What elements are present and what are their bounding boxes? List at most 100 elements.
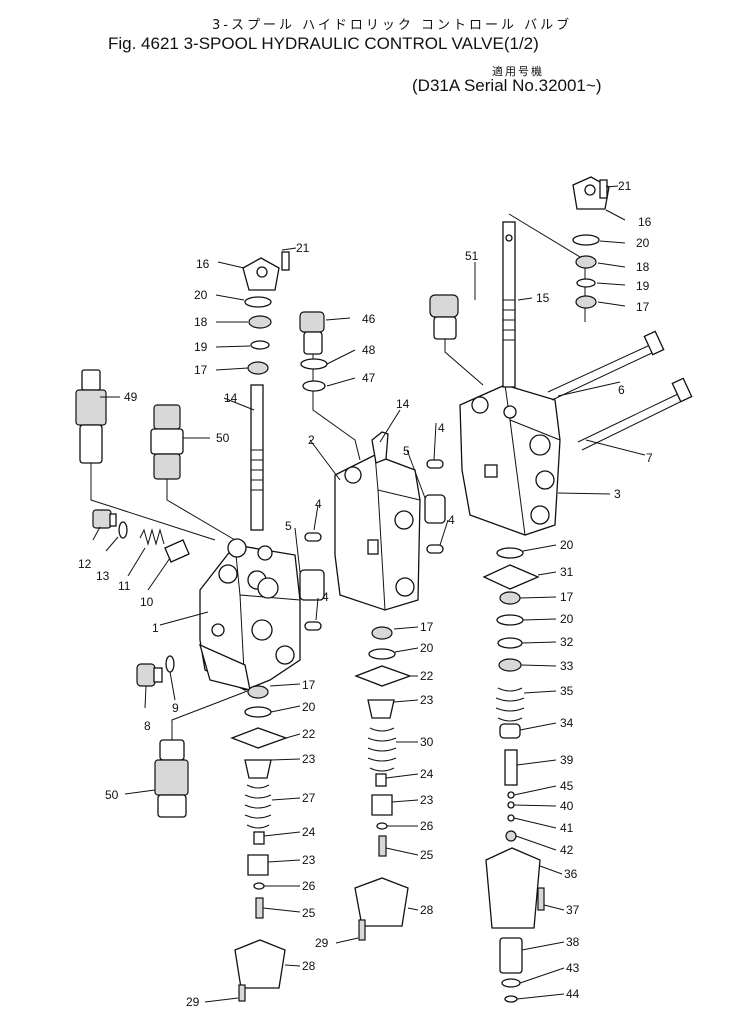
callout-4c: 4 xyxy=(438,421,445,435)
left-lower-stack xyxy=(230,685,288,1002)
callout-13: 13 xyxy=(96,569,110,583)
callout-6: 6 xyxy=(618,383,625,397)
callout-51: 51 xyxy=(465,249,479,263)
callout-27: 27 xyxy=(302,791,316,805)
callout-18b: 18 xyxy=(636,260,650,274)
callout-39: 39 xyxy=(560,753,574,767)
oring-4-d xyxy=(426,544,444,554)
callout-41: 41 xyxy=(560,821,574,835)
callout-21b: 21 xyxy=(618,179,632,193)
callout-4a: 4 xyxy=(315,497,322,511)
applicability-label: 適用号機 xyxy=(492,65,544,78)
figure-title: Fig. 4621 3-SPOOL HYDRAULIC CONTROL VALV… xyxy=(108,34,539,53)
plug-12 xyxy=(92,509,117,529)
callout-7: 7 xyxy=(646,451,653,465)
callout-20d: 20 xyxy=(420,641,434,655)
plunger-10 xyxy=(164,539,190,563)
callout-26a: 26 xyxy=(302,879,316,893)
middle-lower-stack xyxy=(354,626,412,941)
callout-17b: 17 xyxy=(636,300,650,314)
callout-33: 33 xyxy=(560,659,574,673)
callout-24a: 24 xyxy=(302,825,316,839)
spring-11 xyxy=(139,528,165,546)
oring-4-c xyxy=(426,459,444,469)
callout-23c: 23 xyxy=(420,693,434,707)
callout-28b: 28 xyxy=(420,903,434,917)
callout-1: 1 xyxy=(152,621,159,635)
tie-bolt-6 xyxy=(547,330,665,401)
callout-15: 15 xyxy=(536,291,550,305)
callout-23a: 23 xyxy=(302,752,316,766)
callout-30: 30 xyxy=(420,735,434,749)
callout-14b: 14 xyxy=(396,397,410,411)
callout-4b: 4 xyxy=(322,590,329,604)
right-lower-stack xyxy=(482,547,545,1003)
valve-body-2 xyxy=(334,431,421,611)
callout-3: 3 xyxy=(614,487,621,501)
leader-lines xyxy=(92,185,646,1003)
callout-8: 8 xyxy=(144,719,151,733)
callout-20a: 20 xyxy=(194,288,208,302)
plug-51 xyxy=(429,294,484,386)
callout-17e: 17 xyxy=(560,590,574,604)
callout-47: 47 xyxy=(362,371,376,385)
callout-22b: 22 xyxy=(420,669,434,683)
callout-21a: 21 xyxy=(296,241,310,255)
model-serial: (D31A Serial No.32001~) xyxy=(412,76,602,95)
callout-25b: 25 xyxy=(420,848,434,862)
callout-20e: 20 xyxy=(560,538,574,552)
right-top-stack xyxy=(572,176,610,309)
left-spool-stack xyxy=(242,251,290,531)
callout-42: 42 xyxy=(560,843,574,857)
callout-17a: 17 xyxy=(194,363,208,377)
callout-44: 44 xyxy=(566,987,580,1001)
callout-43: 43 xyxy=(566,961,580,975)
callout-32: 32 xyxy=(560,635,574,649)
oring-48 xyxy=(300,358,328,370)
callout-4d: 4 xyxy=(448,513,455,527)
callout-19a: 19 xyxy=(194,340,208,354)
relief-valve-49 xyxy=(75,369,216,541)
callout-49: 49 xyxy=(124,390,138,404)
valve-body-3 xyxy=(459,384,561,536)
gasket-5-b xyxy=(424,494,446,524)
tie-bolt-7 xyxy=(577,377,693,451)
callout-18a: 18 xyxy=(194,315,208,329)
callout-28a: 28 xyxy=(302,959,316,973)
callout-9: 9 xyxy=(172,701,179,715)
oring-9 xyxy=(165,655,175,673)
callout-5a: 5 xyxy=(285,519,292,533)
callout-29a: 29 xyxy=(186,995,200,1009)
callout-35: 35 xyxy=(560,684,574,698)
callout-5b: 5 xyxy=(403,444,410,458)
callout-23b: 23 xyxy=(302,853,316,867)
plug-8 xyxy=(136,663,163,687)
callout-46: 46 xyxy=(362,312,376,326)
callout-20f: 20 xyxy=(560,612,574,626)
callout-11: 11 xyxy=(118,579,131,593)
callout-16b: 16 xyxy=(638,215,652,229)
callout-38: 38 xyxy=(566,935,580,949)
japanese-title: 3-スプール ハイドロリック コントロール バルブ xyxy=(212,18,573,33)
callout-23d: 23 xyxy=(420,793,434,807)
ring-47 xyxy=(302,380,326,392)
callout-10: 10 xyxy=(140,595,154,609)
callout-16a: 16 xyxy=(196,257,210,271)
callout-numbers: 21 16 20 18 19 17 21 16 20 18 19 17 51 1… xyxy=(78,179,653,1009)
callout-12: 12 xyxy=(78,557,92,571)
callout-25a: 25 xyxy=(302,906,316,920)
oring-4-a xyxy=(304,532,322,542)
plug-46 xyxy=(299,311,361,461)
valve-body-1 xyxy=(198,538,301,691)
callout-48: 48 xyxy=(362,343,376,357)
callout-36: 36 xyxy=(564,867,578,881)
callout-17c: 17 xyxy=(302,678,316,692)
gasket-5-a xyxy=(299,569,325,601)
callout-31: 31 xyxy=(560,565,574,579)
callout-34: 34 xyxy=(560,716,574,730)
callout-45: 45 xyxy=(560,779,574,793)
callout-22a: 22 xyxy=(302,727,316,741)
callout-50b: 50 xyxy=(105,788,119,802)
callout-19b: 19 xyxy=(636,279,650,293)
